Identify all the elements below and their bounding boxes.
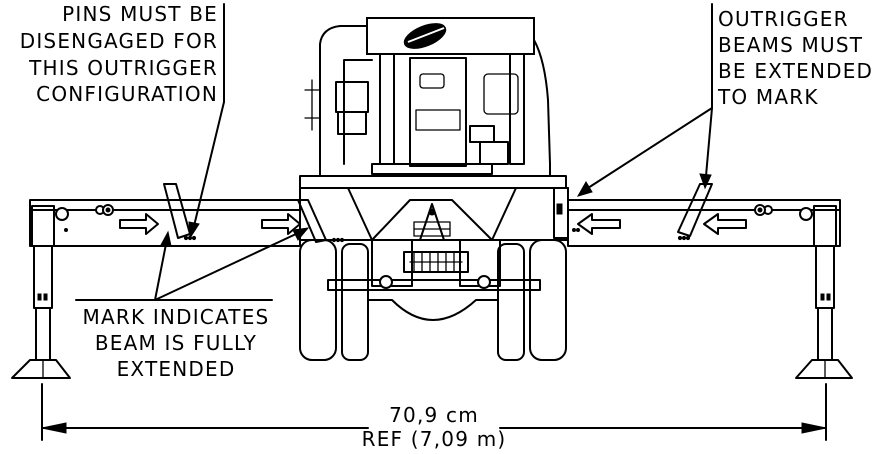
dimension-line: 70,9 cm REF (7,09 m) [41, 383, 827, 451]
beams-note-line-2: BEAMS MUST [718, 33, 863, 57]
right-outrigger-leg [795, 205, 853, 379]
right-outrigger-beam [567, 183, 841, 247]
pins-callout: PINS MUST BE DISENGAGED FOR THIS OUTRIGG… [20, 2, 225, 240]
mark-note-line-3: EXTENDED [117, 357, 236, 381]
mark-note-line-2: BEAM IS FULLY [95, 331, 257, 355]
dimension-reference: REF (7,09 m) [362, 427, 507, 451]
left-outrigger-leg [11, 205, 71, 379]
wheels [299, 239, 567, 361]
beams-callout: OUTRIGGER BEAMS MUST BE EXTENDED TO MARK [576, 3, 873, 197]
brand-logo [403, 23, 447, 49]
dimension-arrow-right [801, 422, 827, 434]
beams-note-line-4: TO MARK [717, 85, 819, 109]
machine-cab [299, 17, 567, 189]
beams-note-line-1: OUTRIGGER [718, 7, 849, 31]
pins-note-line-2: DISENGAGED FOR [20, 29, 218, 53]
mark-callout: MARK INDICATES BEAM IS FULLY EXTENDED [75, 227, 310, 381]
pins-note-line-3: THIS OUTRIGGER [28, 56, 218, 80]
axle-assembly [327, 239, 541, 291]
chassis-center [299, 187, 569, 241]
beams-note-line-3: BE EXTENDED [718, 59, 873, 83]
dimension-value: 70,9 cm [389, 403, 479, 427]
mark-note-line-1: MARK INDICATES [83, 305, 270, 329]
pins-note-line-4: CONFIGURATION [36, 82, 218, 106]
pins-note-line-1: PINS MUST BE [62, 2, 218, 26]
dimension-arrow-left [41, 422, 67, 434]
